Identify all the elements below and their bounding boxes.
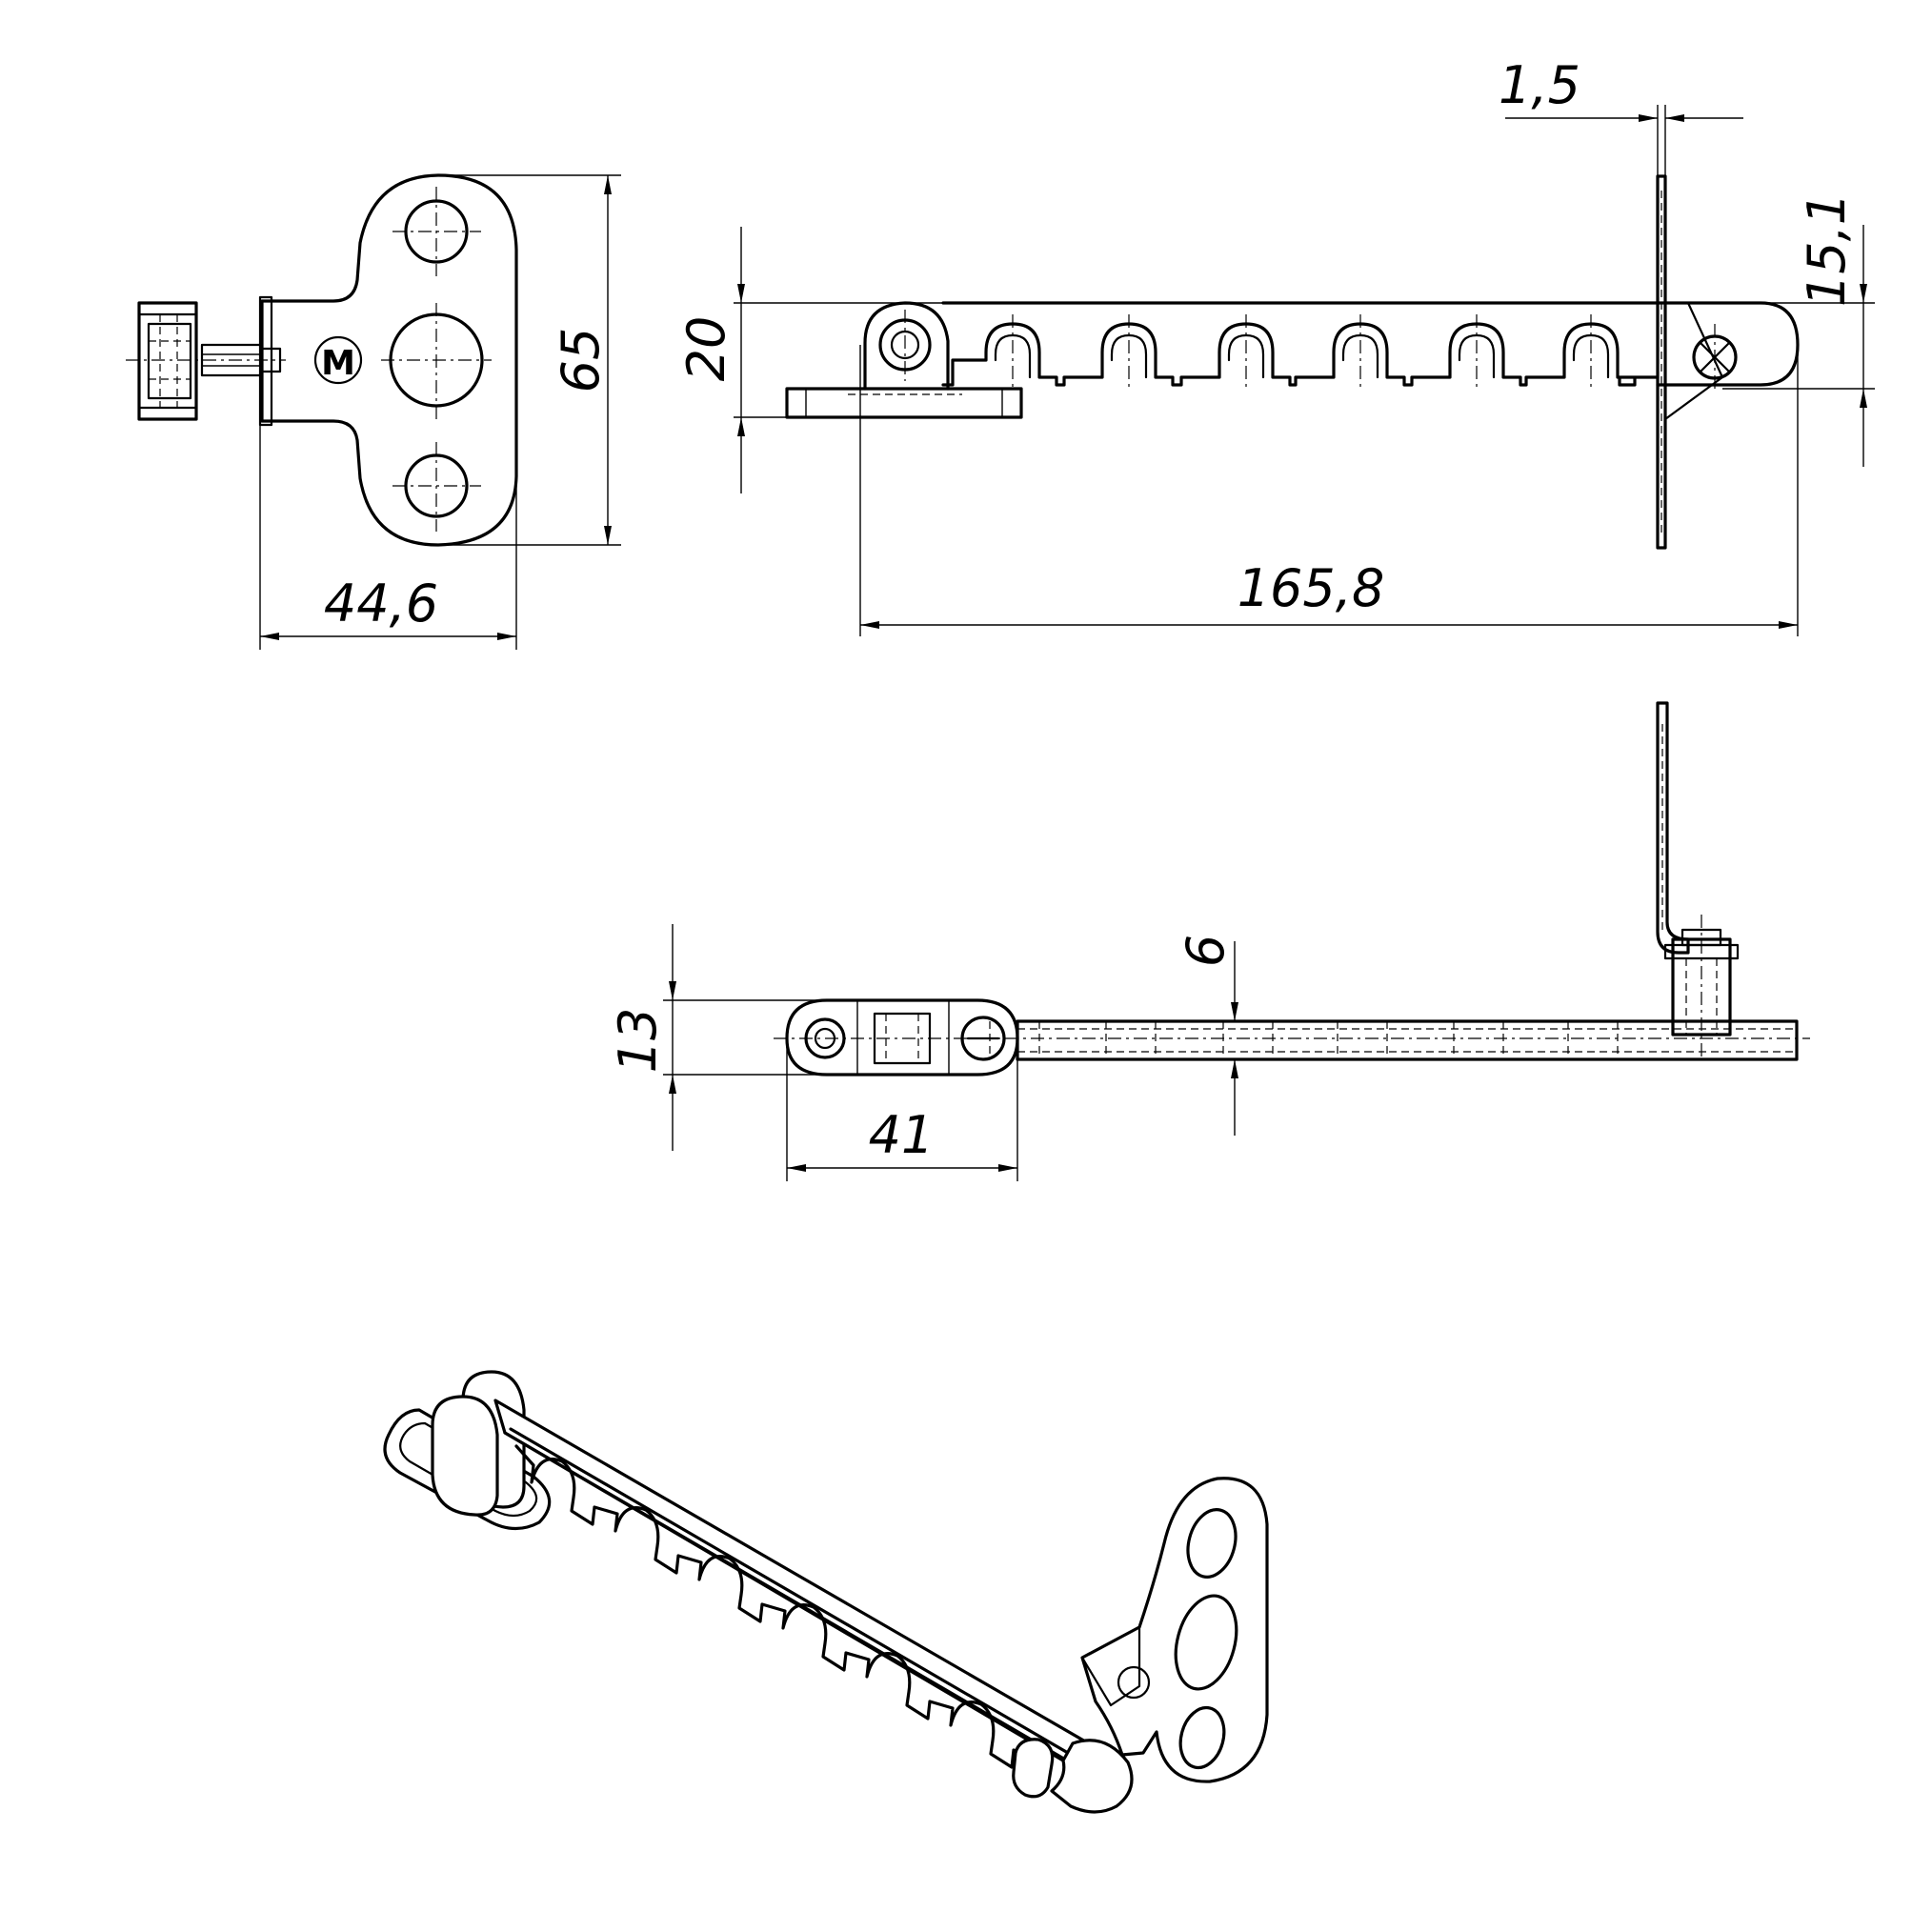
side-view-bar [785, 174, 1800, 550]
dimension-base-length: 41 [786, 1038, 1018, 1181]
dimension-label: 1,5 [1499, 55, 1580, 115]
top-view-bar [774, 701, 1810, 1077]
dimension-body-height: 20 [676, 227, 943, 493]
isometric-view [383, 1370, 1269, 1814]
logo-emblem-icon [1117, 1665, 1151, 1700]
dimension-label: 165,8 [1238, 558, 1385, 618]
dimension-label: 44,6 [324, 574, 438, 634]
dimension-label: 6 [1176, 935, 1236, 967]
logo-lettering: M [321, 344, 355, 383]
dimension-plate-height: 65 [438, 174, 621, 546]
dimension-label: 15,1 [1797, 192, 1857, 307]
dimension-pin-offset: 15,1 [1722, 192, 1875, 467]
dimension-label: 65 [551, 328, 611, 393]
dimension-total-length: 165,8 [859, 345, 1799, 636]
dimension-label: 41 [869, 1105, 935, 1165]
dimension-plate-width: 44,6 [259, 425, 517, 650]
dimension-plate-thickness: 1,5 [1499, 55, 1743, 176]
logo-emblem-icon [313, 335, 363, 385]
dimension-label: 20 [676, 316, 736, 382]
dimension-bar-width: 6 [1176, 935, 1238, 1136]
dimension-top-height: 13 [608, 924, 827, 1151]
dimension-label: 13 [608, 1008, 668, 1074]
front-view-plate: M [126, 173, 518, 547]
